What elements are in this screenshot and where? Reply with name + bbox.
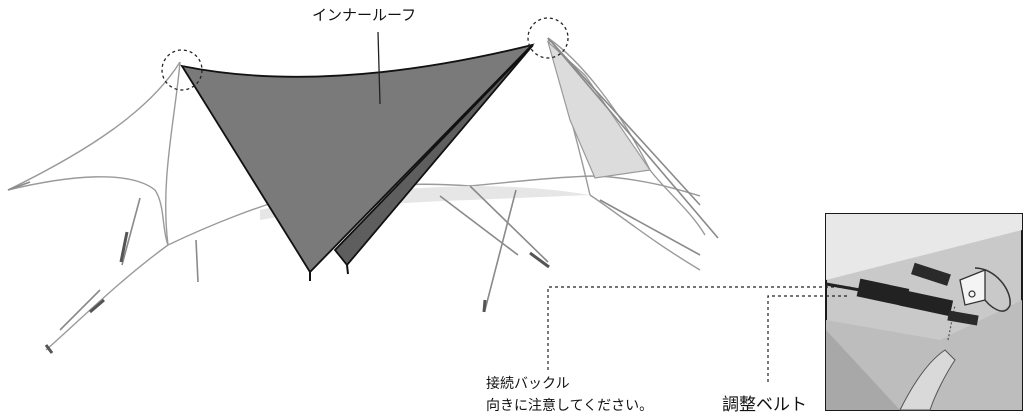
inner-roof-hooks <box>309 264 349 281</box>
inner-roof-label: インナールーフ <box>312 6 417 24</box>
inner-roof-leader <box>377 31 381 105</box>
buckle-label: 接続バックル <box>486 376 570 392</box>
pegs <box>44 231 550 354</box>
inner-roof-front-panel <box>180 43 535 274</box>
detail-inset <box>825 213 1023 411</box>
tarp-center-band <box>260 186 590 220</box>
inner-roof-back-panel <box>333 44 534 267</box>
poles-and-guylines <box>7 37 719 331</box>
inset-leaders <box>547 286 850 382</box>
callout-circle-right <box>527 17 569 59</box>
buckle-note: 向きに注意してください。 <box>486 398 654 414</box>
callout-circle-left <box>161 49 203 91</box>
adjust-belt-label: 調整ベルト <box>722 395 807 415</box>
inner-roof-ridge <box>181 41 535 75</box>
tarp-side-panel <box>546 40 652 179</box>
